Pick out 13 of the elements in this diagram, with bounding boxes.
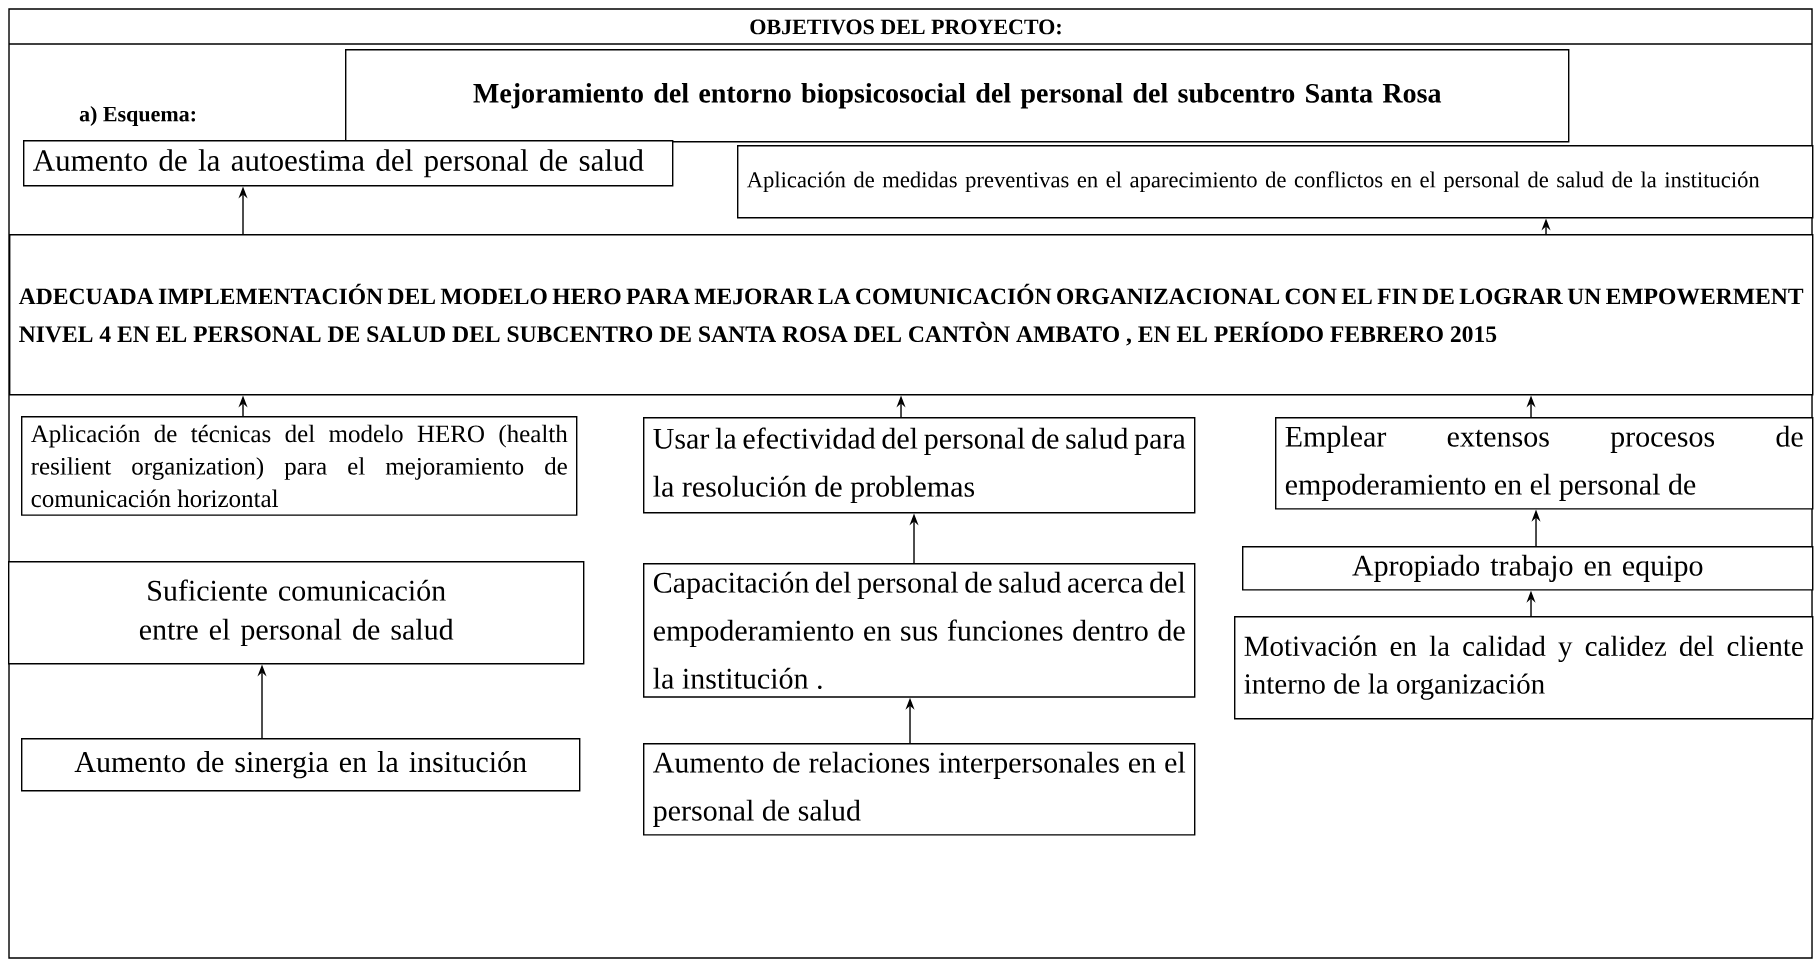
text-box: Suficiente comunicación entre el personal de salud <box>8 561 585 665</box>
text-box: Aplicación de técnicas del modelo HERO (health resilient organization) para el mejoramiento de comunicación horizontal <box>21 416 578 516</box>
text-box: Capacitación del personal de salud acerca del empoderamiento en sus funciones dentro de la institución . <box>643 563 1196 698</box>
text-box: Aplicación de medidas preventivas en el aparecimiento de conflictos en el personal de salud de la institución <box>737 145 1814 219</box>
text-box: Usar la efectividad del personal de salud para la resolución de problemas <box>643 417 1196 514</box>
text-box: Motivación en la calidad y calidez del cliente interno de la organización <box>1234 616 1814 720</box>
text-box: Aumento de sinergia en la insitución <box>21 738 581 792</box>
goal-box: ADECUADA IMPLEMENTACIÓN DEL MODELO HERO PARA MEJORAR LA COMUNICACIÓN ORGANIZACIONAL CON EL FIN DE LOGRAR UN EMPOWERMENT NIVEL 4 EN EL PERSONAL DE SALUD DEL SUBCENTRO DE SANTA ROSA DEL CANTÒN AMBATO , EN EL PERÍODO FEBRERO 2015 <box>9 234 1814 396</box>
text-box: Aumento de la autoestima del personal de salud <box>23 140 674 187</box>
text-box: Aumento de relaciones interpersonales en el personal de salud <box>643 743 1196 836</box>
title: OBJETIVOS DEL PROYECTO: <box>750 19 1061 35</box>
text-box: Apropiado trabajo en equipo <box>1242 546 1814 591</box>
text-box: Emplear extensos procesos de empoderamiento en el personal de <box>1275 417 1814 510</box>
